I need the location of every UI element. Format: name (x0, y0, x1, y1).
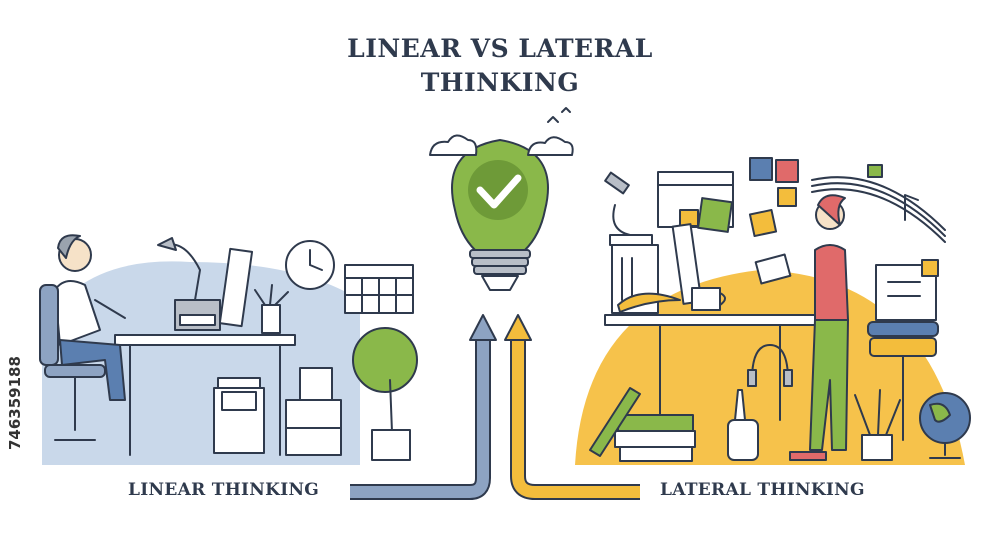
lightbulb-check-icon (451, 139, 549, 291)
title-line-1: LINEAR VS LATERAL (347, 34, 653, 63)
calendar-icon (344, 264, 414, 314)
music-notes-icon (811, 164, 946, 243)
board-calendar-icon (657, 171, 734, 233)
filing-cabinet-icon (213, 377, 265, 454)
globe-icon (919, 392, 971, 459)
clock-icon (285, 240, 335, 290)
bananas-icon (617, 292, 681, 313)
standing-desk-icon (604, 314, 846, 421)
floor-plant-icon (854, 389, 901, 461)
cloud-left-icon (429, 134, 478, 156)
title-line-2: THINKING (420, 68, 580, 97)
linear-thinking-label: LINEAR THINKING (128, 480, 320, 500)
person-icon (39, 234, 126, 441)
coffee-cup-icon (691, 287, 726, 311)
bookshelf-icon (285, 367, 342, 456)
books-icon (614, 414, 696, 462)
standing-person-icon (754, 194, 849, 461)
lateral-thinking-label: LATERAL THINKING (660, 480, 865, 500)
monitor-icon (174, 247, 254, 331)
glue-bottle-icon (727, 389, 759, 461)
page-title: LINEAR VS LATERAL THINKING (300, 32, 700, 100)
lamp-icon (157, 237, 201, 301)
tree-icon (352, 327, 418, 461)
pencil-icon (589, 387, 641, 457)
linear-arrow-icon (350, 314, 497, 500)
birds-icon (547, 107, 571, 123)
puzzle-icon (748, 157, 799, 238)
lateral-thinking-scene (575, 157, 971, 465)
headphones-icon (747, 344, 793, 387)
linear-thinking-scene (39, 234, 418, 465)
desk-icon (114, 334, 296, 456)
lateral-arrow-icon (504, 314, 640, 500)
desk-plant-icon (254, 284, 289, 334)
microscope-icon (604, 171, 653, 246)
notebook-icon (875, 259, 939, 321)
stool-icon (867, 321, 939, 441)
cloud-right-icon (527, 136, 574, 156)
